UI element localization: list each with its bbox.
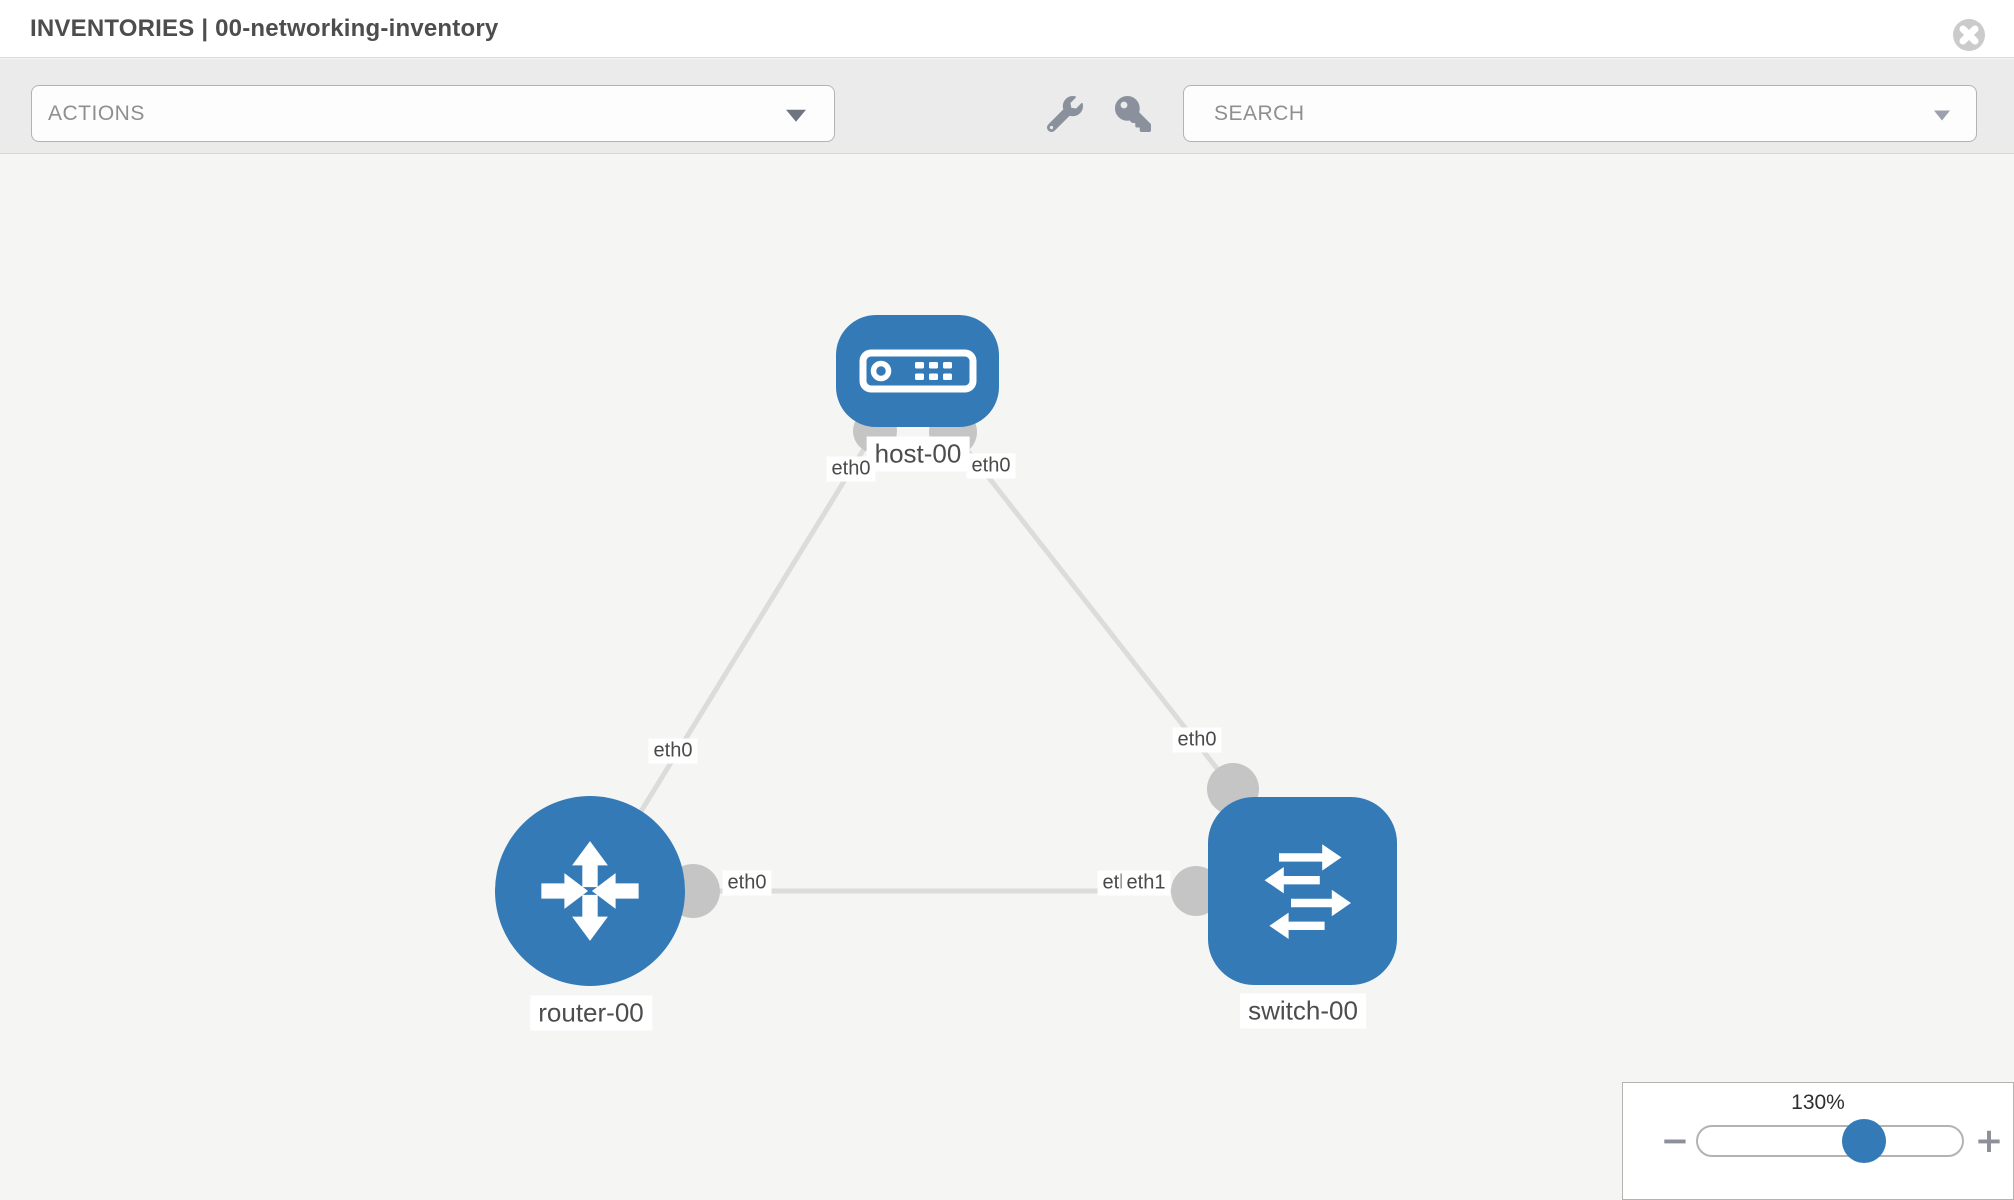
zoom-slider-track[interactable]	[1696, 1125, 1964, 1157]
zoom-slider-thumb[interactable]	[1842, 1119, 1886, 1163]
link-host-router	[597, 429, 878, 880]
toolbar: ACTIONS SEARCH	[0, 59, 2014, 154]
interface-label: eth0	[1172, 727, 1222, 753]
zoom-in-button[interactable]: +	[1969, 1123, 2009, 1159]
node-label-host: host-00	[866, 436, 970, 472]
configure-button[interactable]	[1046, 96, 1083, 133]
zoom-panel: 130% − +	[1622, 1082, 2014, 1200]
interface-label: eth0	[826, 456, 876, 482]
actions-dropdown-label: ACTIONS	[48, 101, 145, 125]
node-host-00[interactable]	[836, 315, 999, 427]
node-label-switch: switch-00	[1240, 993, 1366, 1029]
zoom-level-value: 130%	[1791, 1091, 1845, 1114]
node-switch-00[interactable]	[1208, 797, 1397, 985]
host-icon	[859, 349, 976, 393]
page-title: INVENTORIES | 00-networking-inventory	[30, 14, 499, 42]
credentials-button[interactable]	[1115, 96, 1151, 132]
header: INVENTORIES | 00-networking-inventory	[0, 0, 2014, 58]
interface-label: eth0	[648, 738, 698, 764]
zoom-out-button[interactable]: −	[1655, 1123, 1695, 1159]
switch-icon	[1264, 844, 1351, 939]
interface-label: eth1	[1121, 870, 1171, 896]
close-button[interactable]	[1952, 18, 1986, 52]
actions-dropdown[interactable]: ACTIONS	[31, 85, 835, 142]
router-icon	[541, 841, 639, 941]
key-icon	[1115, 96, 1151, 132]
node-label-router: router-00	[530, 995, 652, 1031]
node-router-00[interactable]	[495, 796, 685, 986]
search-dropdown[interactable]: SEARCH	[1183, 85, 1977, 142]
interface-label: eth0	[722, 870, 772, 896]
interface-label: eth0	[966, 453, 1016, 479]
chevron-down-icon	[1934, 110, 1950, 120]
close-icon	[1953, 19, 1985, 51]
wrench-icon	[1046, 96, 1083, 133]
chevron-down-icon	[786, 109, 806, 122]
search-placeholder: SEARCH	[1214, 101, 1305, 125]
